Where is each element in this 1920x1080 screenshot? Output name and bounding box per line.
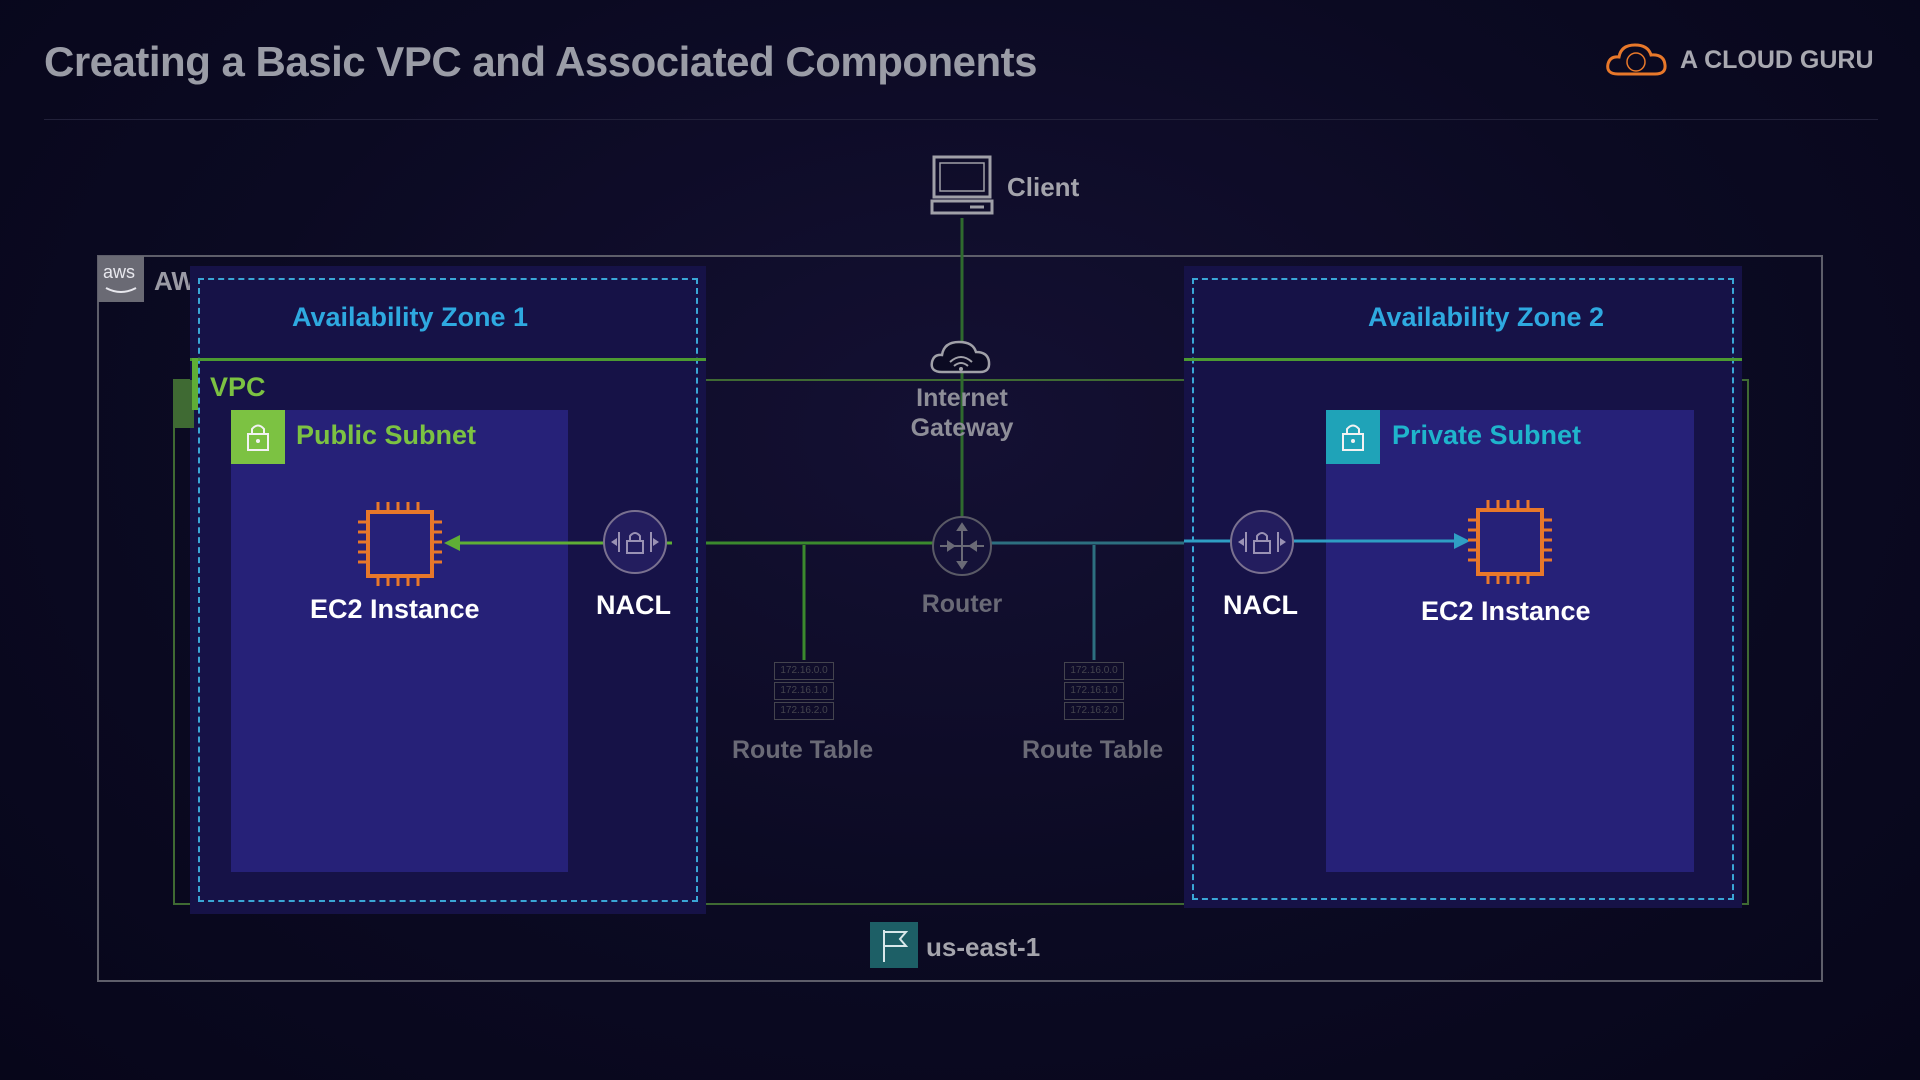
client-label: Client	[1007, 172, 1080, 202]
brand-name: A CLOUD GURU	[1680, 46, 1874, 74]
ec2-chip-icon	[358, 502, 442, 586]
private-subnet	[1326, 410, 1694, 872]
internet-gateway-icon	[930, 340, 991, 374]
lock-icon	[247, 424, 269, 451]
private-subnet-badge	[1326, 410, 1380, 464]
aws-badge-text: aws	[103, 262, 136, 282]
ec2-instance-2-label: EC2 Instance	[1421, 596, 1591, 626]
computer-icon	[930, 155, 994, 215]
public-subnet-label: Public Subnet	[296, 420, 477, 450]
route-table-2-row: 172.16.1.0	[1064, 682, 1124, 700]
region-badge	[870, 922, 918, 968]
route-table-2-icon: 172.16.0.0 172.16.1.0 172.16.2.0	[1064, 662, 1124, 720]
router-label: Router	[921, 590, 1003, 618]
aws-cloud-border	[97, 255, 1823, 982]
cloud-logo-icon	[1606, 43, 1667, 76]
route-table-1-label: Route Table	[732, 736, 874, 764]
route-table-1-icon: 172.16.0.0 172.16.1.0 172.16.2.0	[774, 662, 834, 720]
route-table-2-label: Route Table	[1022, 736, 1164, 764]
page-title: Creating a Basic VPC and Associated Comp…	[44, 38, 1038, 85]
nacl-icon	[603, 510, 667, 574]
aws-badge: aws	[98, 256, 144, 302]
lock-icon	[1342, 424, 1364, 451]
nacl-icon	[1230, 510, 1294, 574]
az1-vpc-line	[190, 358, 706, 361]
az2-label: Availability Zone 2	[1368, 302, 1605, 332]
nacl-2-label: NACL	[1223, 590, 1298, 620]
ec2-chip-icon	[1468, 500, 1552, 584]
region-label: us-east-1	[926, 932, 1041, 962]
route-table-1-row: 172.16.0.0	[774, 662, 834, 680]
vpc-accent	[192, 358, 198, 410]
route-table-2-row: 172.16.2.0	[1064, 702, 1124, 720]
nacl-1-label: NACL	[596, 590, 671, 620]
brand-logo: A CLOUD GURU	[1604, 38, 1884, 82]
private-subnet-label: Private Subnet	[1392, 420, 1582, 450]
router-icon	[932, 516, 992, 576]
route-table-1-row: 172.16.2.0	[774, 702, 834, 720]
public-subnet	[231, 410, 568, 872]
internet-gateway-label-line1: Internet	[916, 384, 1008, 412]
route-table-2-row: 172.16.0.0	[1064, 662, 1124, 680]
az2-dashed-border	[1192, 278, 1734, 900]
aws-smile-icon	[105, 287, 137, 293]
az1-dashed-border	[198, 278, 698, 902]
vpc-label: VPC	[210, 372, 266, 402]
route-table-1-row: 172.16.1.0	[774, 682, 834, 700]
flag-icon	[883, 930, 909, 962]
header-divider	[44, 119, 1878, 120]
vpc-tab	[174, 380, 194, 428]
internet-gateway-label-line2: Gateway	[910, 414, 1014, 442]
private-arrow	[1184, 533, 1470, 549]
ec2-instance-1-label: EC2 Instance	[310, 594, 480, 624]
az2-vpc-line	[1184, 358, 1742, 361]
az1-label: Availability Zone 1	[292, 302, 529, 332]
public-subnet-badge	[231, 410, 285, 464]
